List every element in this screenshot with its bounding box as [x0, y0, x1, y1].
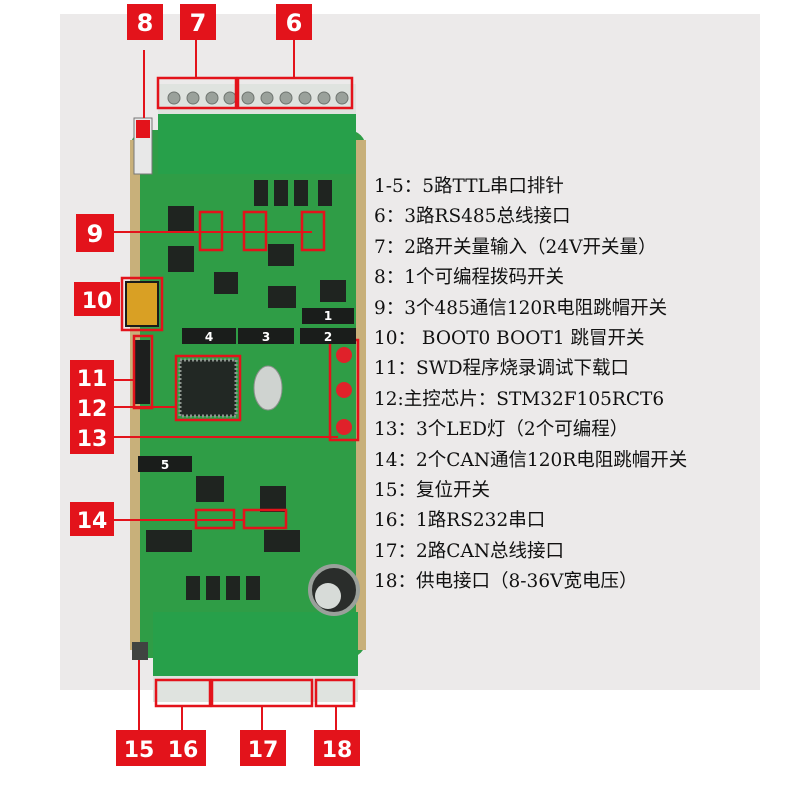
legend-item-7: 7：2路开关量输入（24V开关量）	[374, 236, 657, 258]
legend-item-8: 8：1个可编程拨码开关	[374, 267, 565, 289]
callout-10: 10	[82, 289, 113, 314]
dip-switch-knob	[136, 120, 150, 138]
callout-17: 17	[248, 738, 279, 763]
top-terminal-block	[158, 104, 356, 174]
pin-header-5-label: 5	[161, 458, 169, 472]
led-3	[336, 419, 352, 435]
callout-badges: 8 7 6 9 10 11 12 13 14 15 16 17 18	[70, 4, 360, 766]
reset-button	[132, 642, 148, 660]
crystal	[253, 365, 283, 411]
legend-item-18: 18：供电接口（8-36V宽电压）	[374, 571, 638, 593]
led-1	[336, 347, 352, 363]
pin-header-2-label: 2	[324, 330, 332, 344]
callout-9: 9	[87, 220, 104, 248]
callout-12: 12	[77, 397, 108, 422]
legend-item-12: 12:主控芯片：STM32F105RCT6	[374, 388, 665, 410]
swd-header	[134, 340, 150, 404]
callout-8: 8	[137, 9, 154, 37]
pin-header-5	[138, 456, 192, 472]
pin-header-4	[182, 328, 236, 344]
led-2	[336, 382, 352, 398]
callout-6: 6	[286, 9, 303, 37]
pin-header-3-label: 3	[262, 330, 270, 344]
callout-15: 15	[124, 738, 155, 763]
pin-header-1-label: 1	[324, 309, 332, 323]
callout-16: 16	[168, 738, 199, 763]
pin-header-1	[302, 308, 354, 324]
capacitor-top	[315, 583, 341, 609]
legend-item-9: 9：3个485通信120R电阻跳帽开关	[374, 297, 668, 319]
callout-14: 14	[77, 509, 108, 534]
ic-chips	[146, 180, 346, 600]
legend-item-6: 6：3路RS485总线接口	[374, 206, 571, 228]
legend-item-10: 10： BOOT0 BOOT1 跳冒开关	[374, 327, 645, 349]
legend-item-17: 17：2路CAN总线接口	[374, 540, 565, 562]
pin-header-4-label: 4	[205, 330, 213, 344]
bottom-terminal-block	[153, 612, 358, 682]
legend-item-13: 13：3个LED灯（2个可编程）	[374, 419, 629, 441]
pin-header-3	[238, 328, 294, 344]
callout-lines	[112, 38, 338, 732]
legend-item-1-5: 1-5：5路TTL串口排针	[374, 176, 564, 197]
pin-header-2	[300, 328, 356, 344]
top-terminal-screws	[167, 91, 349, 105]
callout-7: 7	[190, 9, 207, 37]
callout-13: 13	[77, 427, 108, 452]
legend-item-16: 16：1路RS232串口	[374, 510, 546, 532]
legend-item-14: 14：2个CAN通信120R电阻跳帽开关	[374, 449, 688, 471]
callout-11: 11	[77, 367, 108, 392]
callout-18: 18	[322, 738, 353, 763]
board-right-edge	[356, 140, 366, 650]
legend-item-15: 15：复位开关	[374, 479, 491, 501]
boot-jumper	[125, 281, 159, 327]
legend-list: 1-5：5路TTL串口排针 6：3路RS485总线接口 7：2路开关量输入（24…	[374, 172, 794, 597]
main-mcu-chip	[178, 358, 238, 418]
legend-item-11: 11：SWD程序烧录调试下载口	[374, 358, 630, 380]
